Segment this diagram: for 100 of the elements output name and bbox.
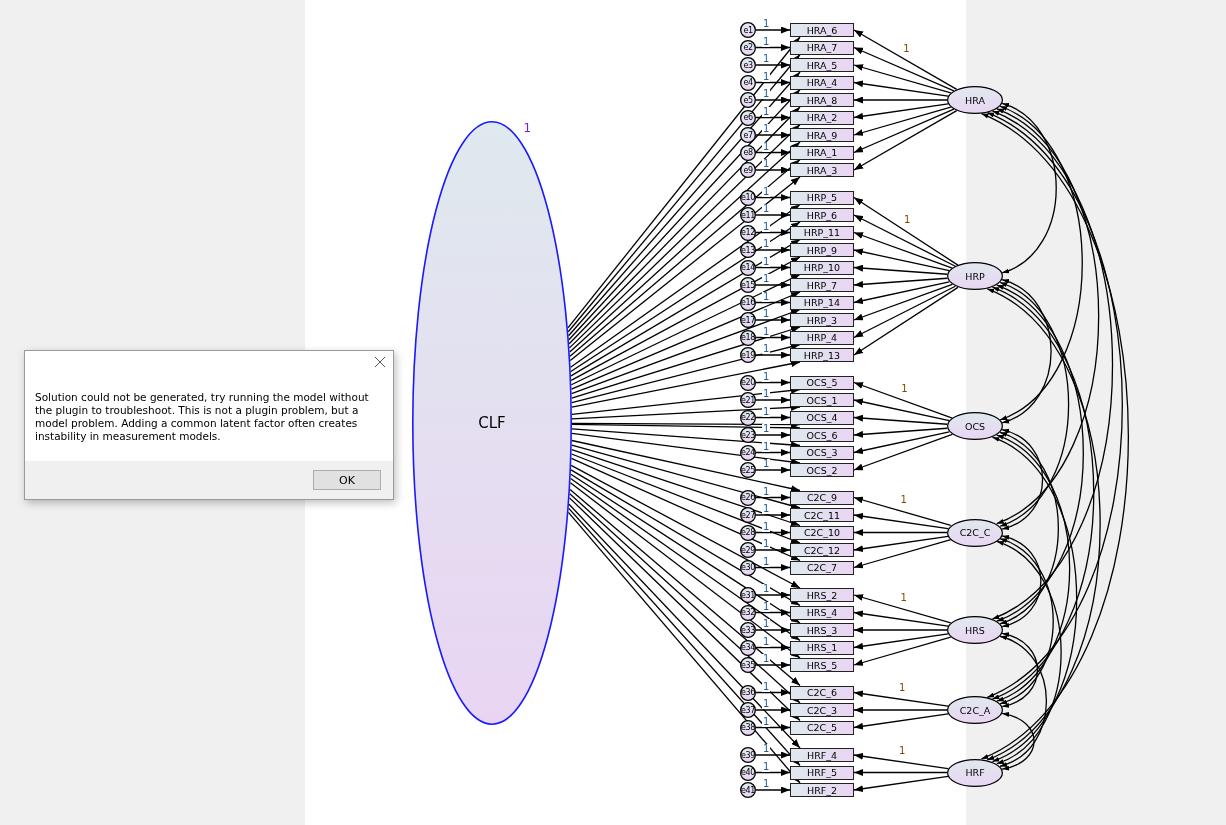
error-term-circle: e3 xyxy=(740,57,756,73)
weight-label: 1 xyxy=(900,384,909,395)
covariance-arrow xyxy=(1001,429,1044,530)
latent-variable-ellipse: HRA xyxy=(947,86,1003,114)
weight-label: 1 xyxy=(762,141,771,152)
arrow xyxy=(853,29,958,91)
error-term-circle: e22 xyxy=(740,409,756,426)
arrow xyxy=(853,535,949,553)
arrow xyxy=(853,64,952,94)
weight-label: 1 xyxy=(762,309,771,319)
arrow xyxy=(755,626,791,634)
arrow xyxy=(755,529,791,536)
arrow xyxy=(853,610,949,627)
covariance-arrow xyxy=(1001,102,1057,274)
error-term-circle: e41 xyxy=(740,782,756,798)
arrow xyxy=(755,786,791,794)
weight-label: 1 xyxy=(899,593,908,603)
arrow xyxy=(571,326,801,399)
covariance-arrow xyxy=(991,110,1114,620)
arrow xyxy=(571,432,801,466)
error-term-circle: e11 xyxy=(740,207,756,223)
weight-label: 1 xyxy=(762,539,771,549)
arrow xyxy=(755,149,791,156)
arrow xyxy=(853,752,949,770)
arrow xyxy=(755,334,791,341)
weight-label: 1 xyxy=(762,19,771,29)
weight-label: 1 xyxy=(762,274,771,284)
weight-label: 1 xyxy=(899,495,908,506)
covariance-arrow xyxy=(999,635,1048,767)
latent-variable-ellipse: C2C_A xyxy=(947,696,1003,724)
arrow xyxy=(755,751,791,759)
error-term-circle: e32 xyxy=(740,604,756,621)
arrow xyxy=(571,428,801,449)
arrow xyxy=(570,273,801,386)
observed-variable-box: C2C_3 xyxy=(790,703,854,717)
observed-variable-box: HRA_4 xyxy=(790,75,854,90)
arrow xyxy=(853,46,955,92)
arrow xyxy=(853,281,950,304)
weight-label: 1 xyxy=(762,744,771,754)
error-term-circle: e9 xyxy=(740,162,756,178)
arrow xyxy=(755,131,791,139)
arrow xyxy=(853,633,949,650)
covariance-arrow xyxy=(999,105,1083,421)
covariance-arrow xyxy=(996,434,1071,702)
latent-variable-ellipse: HRF xyxy=(947,758,1003,787)
observed-variable-box: C2C_5 xyxy=(790,720,854,735)
arrow xyxy=(853,713,949,730)
error-term-circle: e21 xyxy=(740,392,756,408)
weight-label: 1 xyxy=(762,761,771,772)
arrow xyxy=(755,351,791,359)
arrow xyxy=(853,106,952,136)
error-term-circle: e39 xyxy=(740,747,756,763)
error-term-circle: e38 xyxy=(740,719,756,736)
weight-label: 1 xyxy=(762,521,771,532)
arrow xyxy=(755,44,791,51)
observed-variable-box: C2C_6 xyxy=(790,685,854,700)
covariance-arrow xyxy=(1001,632,1039,708)
observed-variable-box: HRF_5 xyxy=(790,765,854,780)
error-term-circle: e12 xyxy=(740,224,756,241)
weight-label: 1 xyxy=(762,204,771,214)
arrow xyxy=(755,644,791,651)
error-term-circle: e37 xyxy=(740,702,756,718)
arrow xyxy=(571,444,801,509)
arrow xyxy=(853,706,948,714)
observed-variable-box: HRP_9 xyxy=(790,243,854,257)
covariance-arrow xyxy=(1001,279,1052,424)
arrow xyxy=(755,706,791,714)
observed-variable-box: HRP_4 xyxy=(790,330,854,345)
weight-label: 1 xyxy=(762,124,771,134)
error-term-circle: e2 xyxy=(740,39,756,56)
weight-label: 1 xyxy=(762,389,771,399)
error-term-circle: e36 xyxy=(740,684,756,701)
error-term-circle: e7 xyxy=(740,127,756,143)
arrow xyxy=(570,464,801,589)
weight-label: 1 xyxy=(902,215,912,226)
arrow xyxy=(755,316,791,324)
covariance-arrow xyxy=(996,284,1084,622)
arrow xyxy=(853,769,948,776)
arrow xyxy=(853,214,956,267)
arrow xyxy=(755,414,791,421)
covariance-arrow xyxy=(996,108,1100,525)
arrow xyxy=(853,381,953,419)
arrow xyxy=(755,299,791,306)
arrow xyxy=(853,109,958,171)
covariance-arrow xyxy=(1001,712,1035,770)
weight-label: 1 xyxy=(762,556,771,567)
observed-variable-box: HRA_8 xyxy=(790,93,854,107)
arrow xyxy=(853,529,948,536)
weight-label: 1 xyxy=(762,371,771,382)
error-term-circle: e34 xyxy=(740,639,756,656)
covariance-arrow xyxy=(986,111,1123,699)
observed-variable-box: C2C_10 xyxy=(790,525,854,540)
error-term-circle: e6 xyxy=(740,109,756,126)
error-term-circle: e18 xyxy=(740,329,756,346)
weight-label: 1 xyxy=(762,716,771,727)
arrow xyxy=(755,689,791,696)
error-term-circle: e33 xyxy=(740,622,756,638)
error-term-circle: e26 xyxy=(740,489,756,506)
arrow xyxy=(853,414,948,425)
observed-variable-box: HRP_5 xyxy=(790,190,854,205)
